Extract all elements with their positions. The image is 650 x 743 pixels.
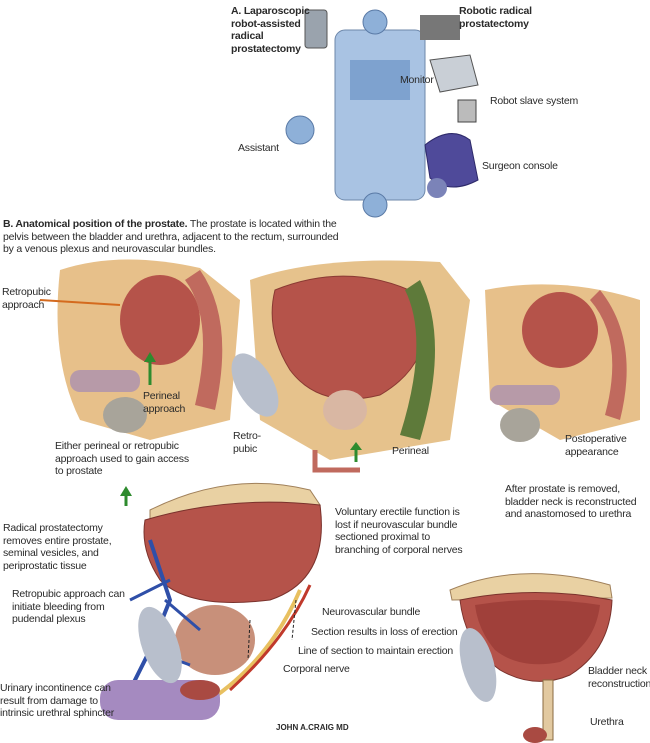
artist-signature: JOHN A.CRAIG MD	[276, 723, 349, 732]
panel-b-heading: B. Anatomical position of the prostate. …	[3, 218, 343, 256]
sagittal-section-postoperative	[485, 284, 640, 442]
label-line-of-section: Line of section to maintain erection	[298, 645, 454, 657]
label-perineal: Perineal	[392, 445, 429, 457]
panel-b-title: B. Anatomical position of the prostate.	[3, 218, 188, 230]
label-perineal-approach: Perineal approach	[143, 390, 186, 415]
label-section-loss: Section results in loss of erection	[311, 626, 458, 638]
label-retro-pubic: Retro-pubic	[233, 430, 261, 455]
label-surgeon-console: Surgeon console	[482, 160, 558, 172]
caption-approach: Either perineal or retropubic approach u…	[55, 440, 189, 477]
monitor-shape	[457, 99, 477, 123]
operating-table	[334, 29, 426, 201]
label-retropubic-approach: Retropubic approach	[2, 286, 51, 311]
panel-a-title: A. Laparoscopic robot-assisted radical p…	[231, 5, 310, 55]
caption-voluntary: Voluntary erectile function is lost if n…	[335, 506, 463, 556]
label-postoperative: Postoperative appearance	[565, 433, 627, 458]
label-corporal-nerve: Corporal nerve	[283, 663, 350, 675]
equipment-tower	[304, 9, 328, 49]
robotic-title: Robotic radical prostatectomy	[459, 5, 532, 30]
reconstructed-bladder	[449, 573, 613, 743]
sagittal-section-left	[39, 259, 240, 440]
robot-slave-system-shape	[429, 54, 479, 93]
caption-retropubic-bleeding: Retropubic approach can initiate bleedin…	[12, 588, 125, 625]
sagittal-section-center	[231, 260, 470, 473]
label-assistant: Assistant	[238, 142, 279, 154]
label-monitor: Monitor	[400, 74, 434, 86]
assistant-figure	[285, 115, 315, 145]
caption-radical: Radical prostatectomy removes entire pro…	[3, 522, 112, 572]
caption-after-removal: After prostate is removed, bladder neck …	[505, 483, 637, 520]
prostate-dissection	[100, 482, 322, 720]
anesthetist	[362, 9, 388, 35]
panel-b-description: The prostate is located within the pelvi…	[3, 218, 339, 255]
label-urethra: Urethra	[590, 716, 624, 728]
caption-incontinence: Urinary incontinence can result from dam…	[0, 682, 115, 719]
robot-arms	[420, 15, 460, 40]
label-bladder-neck: Bladder neck reconstruction	[588, 665, 650, 690]
operating-room-illustration	[285, 9, 479, 218]
patient-drape	[350, 60, 410, 100]
label-robot-slave-system: Robot slave system	[490, 95, 579, 107]
scrub-nurse	[362, 192, 388, 218]
neurovascular-nerve	[208, 589, 302, 702]
surgeon-figure	[427, 178, 447, 198]
label-neurovascular-bundle: Neurovascular bundle	[322, 606, 421, 618]
